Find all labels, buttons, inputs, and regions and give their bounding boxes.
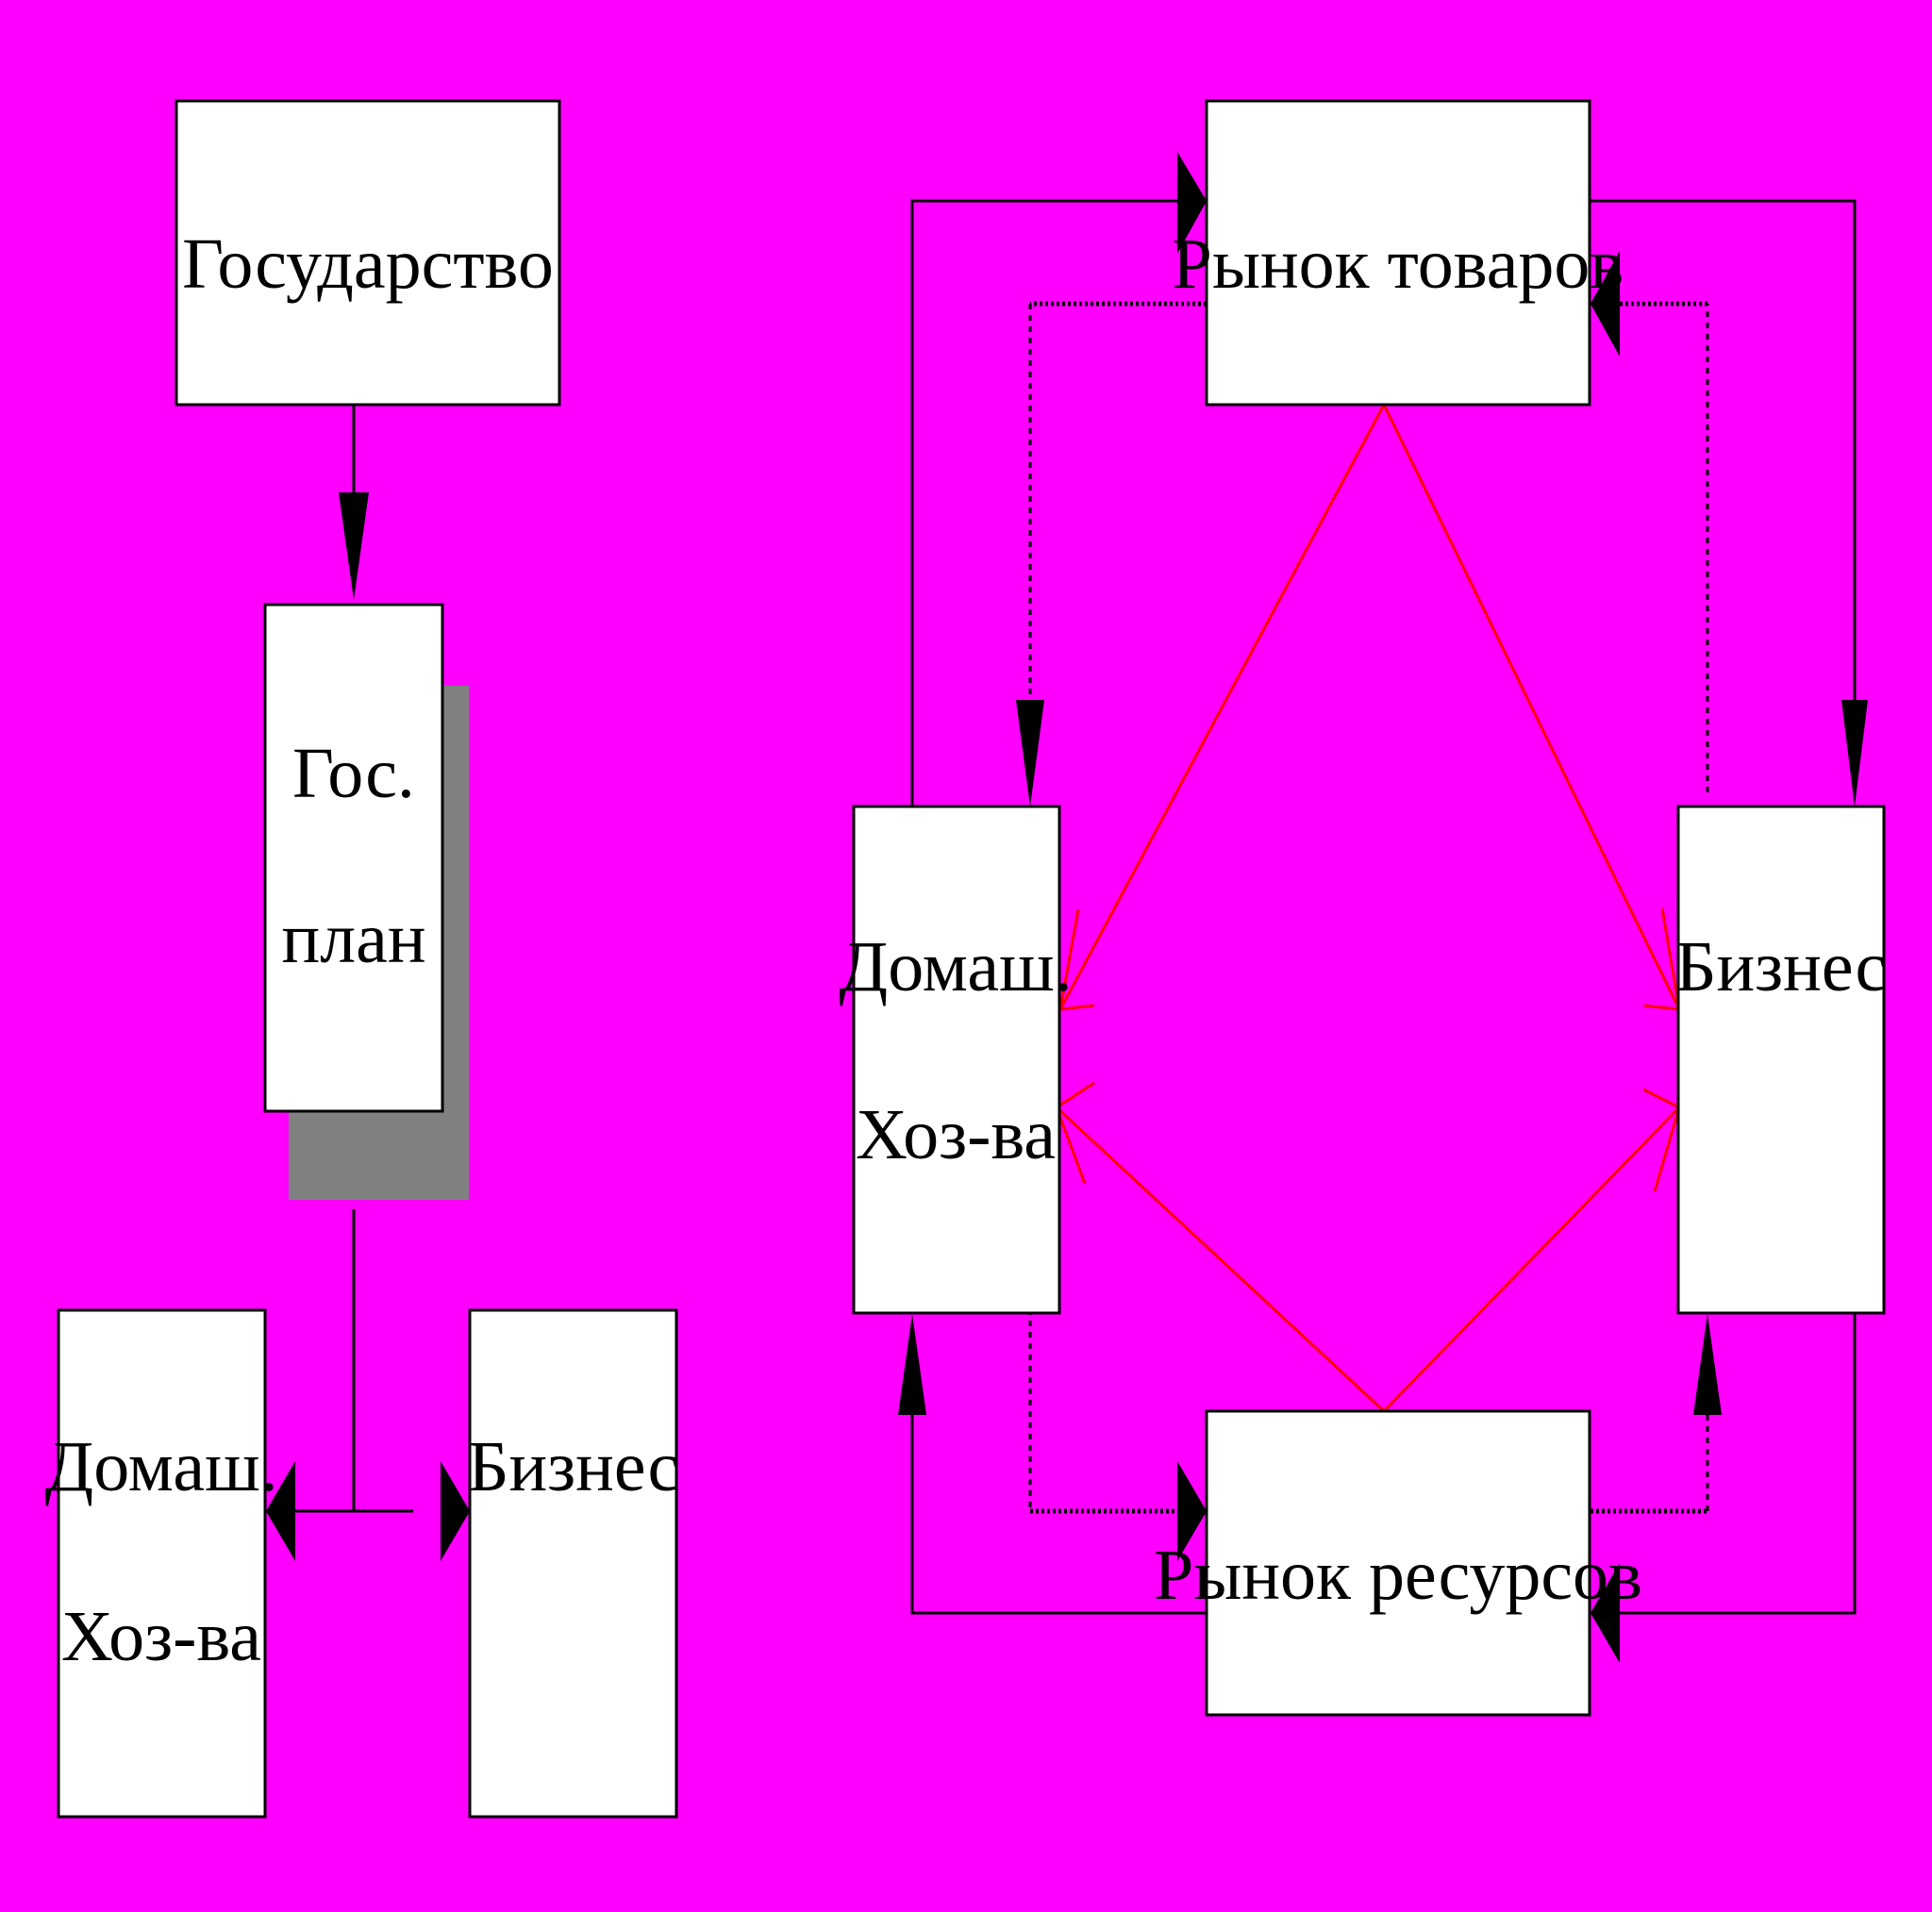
left-households-label-line1: Домаш. xyxy=(44,1427,277,1506)
state-plan-box xyxy=(263,603,444,1113)
planned-economy-diagram: Государство Гос. план Домаш. Хоз-ва Бизн… xyxy=(44,99,679,1819)
right-business-label: Бизнес xyxy=(1675,927,1887,1006)
business-to-resources-flow xyxy=(1618,1314,1857,1615)
households-to-goods-arrowhead xyxy=(1177,152,1207,254)
market-economy-diagram: Рынок товаров Рынок ресурсов Домаш. Хоз-… xyxy=(839,99,1887,1717)
goods-market-box xyxy=(1205,99,1591,407)
left-households-label-line2: Хоз-ва xyxy=(61,1597,261,1676)
left-business-box xyxy=(468,1308,678,1819)
goods-to-business-arrowhead xyxy=(1643,907,1681,1011)
resources-to-households-flow xyxy=(910,1410,1207,1615)
goods-market-label: Рынок товаров xyxy=(1173,224,1624,304)
inner-flow-loop xyxy=(1016,251,1722,1561)
right-households-label-line1: Домаш. xyxy=(839,927,1072,1006)
market-links xyxy=(1055,404,1681,1413)
business-to-goods-money-arrowhead xyxy=(1591,251,1620,357)
resources-to-households-link xyxy=(1055,1106,1386,1413)
business-to-resources-arrowhead xyxy=(1591,1563,1620,1663)
right-households-box xyxy=(852,805,1061,1315)
right-business-box xyxy=(1676,805,1886,1315)
households-to-resources-money-arrowhead xyxy=(1177,1461,1207,1561)
state-label: Государство xyxy=(182,224,554,304)
plan-to-households-arrowhead xyxy=(266,1461,295,1561)
goods-to-business-arrowhead xyxy=(1841,700,1868,806)
outer-flow-loop xyxy=(898,152,1868,1663)
state-to-plan-arrowhead xyxy=(339,492,369,600)
right-households-label-line2: Хоз-ва xyxy=(856,1095,1056,1174)
goods-to-households-link xyxy=(1058,404,1386,1010)
left-households-box xyxy=(57,1308,267,1819)
resource-market-label: Рынок ресурсов xyxy=(1154,1536,1642,1615)
resources-to-households-arrowhead xyxy=(898,1314,926,1415)
state-box xyxy=(175,99,561,407)
plan-to-business-arrowhead xyxy=(441,1461,470,1561)
resources-to-business-link xyxy=(1382,1106,1681,1413)
plan-label-line2: план xyxy=(281,899,425,978)
goods-to-business-flow xyxy=(1591,199,1857,707)
left-business-label: Бизнес xyxy=(468,1427,679,1506)
households-to-goods-flow xyxy=(910,199,1177,806)
resources-to-households-arrowhead xyxy=(1055,1081,1095,1185)
resource-market-box xyxy=(1205,1409,1591,1717)
resources-to-business-money-arrowhead xyxy=(1693,1314,1722,1415)
goods-to-business-link xyxy=(1382,404,1681,1010)
goods-to-households-money-arrowhead xyxy=(1016,700,1044,806)
plan-label-line1: Гос. xyxy=(292,734,415,813)
